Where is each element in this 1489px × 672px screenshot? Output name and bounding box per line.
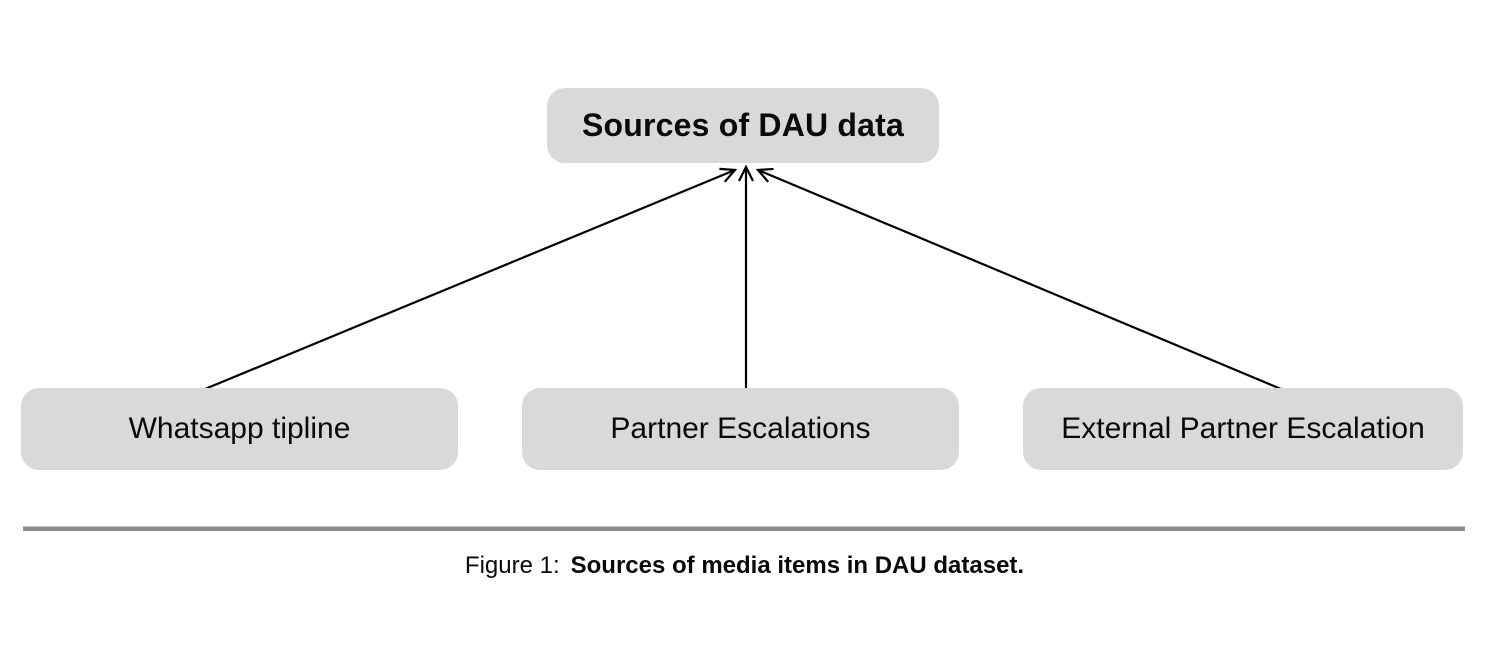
node-whatsapp-tipline: Whatsapp tipline [21, 388, 458, 470]
figure-caption-label: Figure 1: [464, 552, 560, 579]
node-label: Sources of DAU data [581, 107, 905, 143]
figure-caption-divider [23, 526, 1465, 531]
node-label: Partner Escalations [610, 412, 871, 445]
node-sources-of-dau-data: Sources of DAU data [547, 88, 939, 163]
arrow-external-partner-escalation-to-root [755, 167, 1282, 391]
node-partner-escalations: Partner Escalations [522, 388, 959, 470]
figure-caption: Figure 1: Sources of media items in DAU d… [0, 551, 1489, 581]
node-external-partner-escalation: External Partner Escalation [1023, 388, 1463, 470]
arrow-whatsapp-tipline-to-root [204, 167, 738, 391]
node-label: External Partner Escalation [1061, 412, 1425, 445]
node-label: Whatsapp tipline [128, 412, 351, 445]
figure-caption-text: Sources of media items in DAU dataset. [570, 552, 1025, 579]
